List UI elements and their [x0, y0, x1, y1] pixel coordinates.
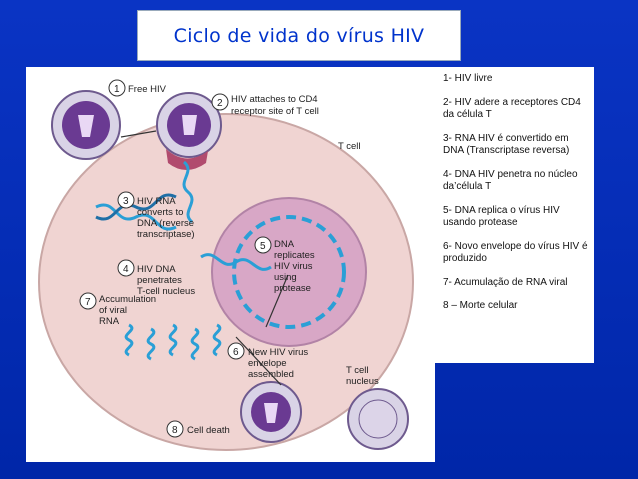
label-step7-line1: Accumulation [99, 294, 156, 305]
step-number-1: 1 [108, 79, 126, 97]
step-number-3: 3 [117, 191, 135, 209]
step-number-7: 7 [79, 292, 97, 310]
label-step5-line4: using [274, 272, 297, 283]
label-step5-line2: replicates [274, 250, 315, 261]
slide-title: Ciclo de vida do vírus HIV [173, 24, 425, 47]
legend-item-4: 4- DNA HIV penetra no núcleo da’célula T [443, 168, 578, 193]
title-box: Ciclo de vida do vírus HIV [137, 10, 461, 61]
label-step4-line3: T-cell nucleus [137, 286, 195, 297]
svg-text:5: 5 [260, 241, 266, 252]
accumulated-rna-icon [124, 323, 222, 361]
svg-text:8: 8 [172, 425, 178, 436]
flow-arrows [120, 130, 289, 386]
step-number-4: 4 [117, 259, 135, 277]
label-step1: Free HIV [128, 84, 167, 95]
label-step3-line2: converts to [137, 207, 183, 218]
legend-item-8: 8 – Morte celular [443, 300, 518, 311]
label-step5-line5: protease [274, 283, 311, 294]
svg-text:4: 4 [123, 264, 129, 275]
label-nucleus-line1: T cell [346, 365, 369, 376]
label-step3-line3: DNA (reverse [137, 218, 194, 229]
label-step6-line3: assembled [248, 369, 294, 380]
legend-item-3: 3- RNA HIV é convertido em DNA (Transcri… [443, 132, 570, 157]
label-step4-line2: penetrates [137, 275, 182, 286]
dna-strand-b [95, 193, 177, 221]
legend-item-2: 2- HIV adere a receptores CD4 da célula … [443, 96, 581, 121]
label-step7-line3: RNA [99, 316, 120, 327]
label-step5-line1: DNA [274, 239, 295, 250]
nucleus-dna-ring [232, 215, 346, 329]
label-step7-line2: of viral [99, 305, 127, 316]
step-number-6: 6 [227, 342, 245, 360]
label-step5-line3: HIV virus [274, 261, 313, 272]
legend-item-6: 6- Novo envelope do vírus HIV é produzid… [443, 240, 588, 265]
label-tcell: T cell [338, 141, 361, 152]
step-number-5: 5 [254, 236, 272, 254]
label-step6-line1: New HIV virus [248, 347, 308, 358]
label-step6-line2: envelope [248, 358, 287, 369]
dna-strand-a [95, 203, 177, 231]
legend-panel: 1- HIV livre 2- HIV adere a receptores C… [435, 67, 594, 363]
svg-text:7: 7 [85, 297, 91, 308]
free-hiv-virus-icon [51, 90, 121, 160]
label-nucleus-line2: nucleus [346, 376, 379, 387]
attaching-hiv-virus-icon [156, 92, 222, 170]
label-step3-line4: transcriptase) [137, 229, 195, 240]
label-step3-line1: HIV RNA [137, 196, 176, 207]
svg-text:6: 6 [233, 347, 239, 358]
step-number-8: 8 [166, 420, 184, 438]
label-step8: Cell death [187, 425, 230, 436]
legend-item-1: 1- HIV livre [443, 73, 493, 84]
dna-entering-nucleus [200, 253, 272, 271]
label-step4-line1: HIV DNA [137, 264, 176, 275]
legend-item-5: 5- DNA replica o vírus HIV usando protea… [443, 204, 560, 229]
budding-hiv-virus-icon [240, 381, 302, 443]
legend-item-7: 7- Acumulação de RNA viral [443, 276, 568, 288]
svg-text:1: 1 [114, 84, 120, 95]
label-step2-line2: receptor site of T cell [231, 106, 319, 117]
viral-rna-strand [182, 160, 194, 224]
new-hiv-virus-icon [347, 388, 409, 450]
svg-text:2: 2 [217, 98, 223, 109]
label-step2-line1: HIV attaches to CD4 [231, 94, 318, 105]
svg-text:3: 3 [123, 196, 129, 207]
